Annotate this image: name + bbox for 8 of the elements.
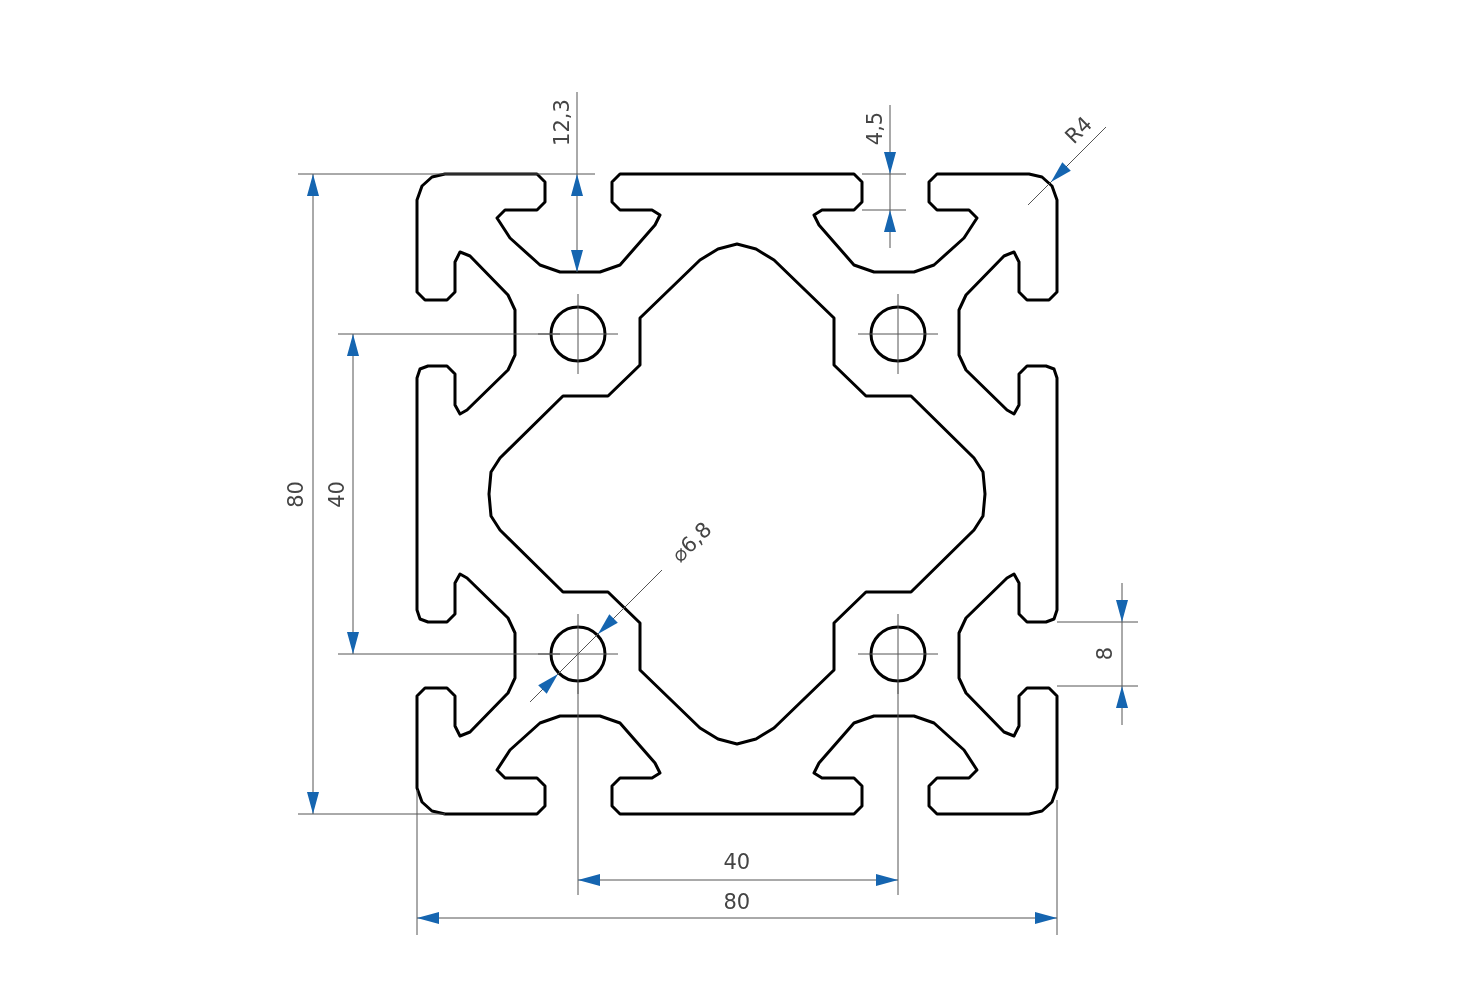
dimension-label: 8 [1094, 646, 1116, 660]
dimension-label: 40 [723, 851, 751, 873]
dimension-label: R4 [1061, 112, 1097, 148]
dimension-label: 80 [285, 480, 307, 508]
dimension-label: 40 [326, 480, 348, 508]
dimension-label: 12,3 [551, 98, 573, 146]
dimension-label: 4,5 [864, 111, 886, 145]
dimension-label: 80 [723, 891, 751, 913]
